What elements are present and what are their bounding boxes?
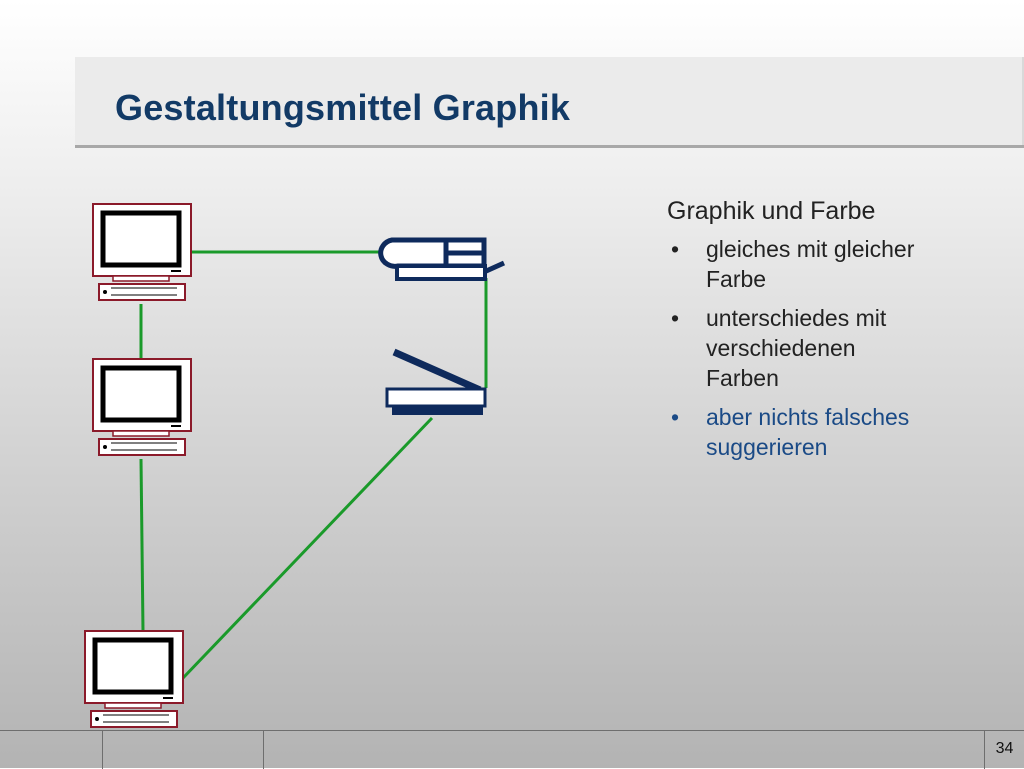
link-computer2-computer3 xyxy=(139,458,145,632)
page-number: 34 xyxy=(995,740,1014,757)
bullet-text: unterschiedes mit verschiedenen Farben xyxy=(706,305,887,391)
footer-divider xyxy=(263,731,264,769)
bullet-marker: • xyxy=(671,404,680,430)
footer-bar xyxy=(0,730,1024,769)
text-panel: Graphik und Farbe • gleiches mit gleiche… xyxy=(667,196,967,471)
bullet-item: • gleiches mit gleicher Farbe xyxy=(667,234,916,294)
bullet-marker: • xyxy=(671,236,680,262)
slide-title: Gestaltungsmittel Graphik xyxy=(115,87,571,128)
footer-divider xyxy=(984,731,985,769)
link-scanner-computer3 xyxy=(181,416,434,680)
bullet-item: • unterschiedes mit verschiedenen Farben xyxy=(667,303,916,393)
bullet-list: • gleiches mit gleicher Farbe • untersch… xyxy=(667,234,967,462)
panel-heading: Graphik und Farbe xyxy=(667,197,876,225)
bullet-marker: • xyxy=(671,305,680,331)
computer-icon xyxy=(93,204,191,300)
computer-icon xyxy=(93,359,191,455)
bullet-text: aber nichts falsches suggerieren xyxy=(706,404,910,460)
bullet-text: gleiches mit gleicher Farbe xyxy=(706,236,915,292)
computer-icon xyxy=(85,631,183,727)
network-links xyxy=(139,250,488,680)
scanner-icon xyxy=(385,348,487,415)
bullet-item: • aber nichts falsches suggerieren xyxy=(667,402,946,462)
title-bar: Gestaltungsmittel Graphik xyxy=(75,57,1024,148)
footer-divider xyxy=(102,731,103,769)
printer-icon xyxy=(378,237,506,281)
